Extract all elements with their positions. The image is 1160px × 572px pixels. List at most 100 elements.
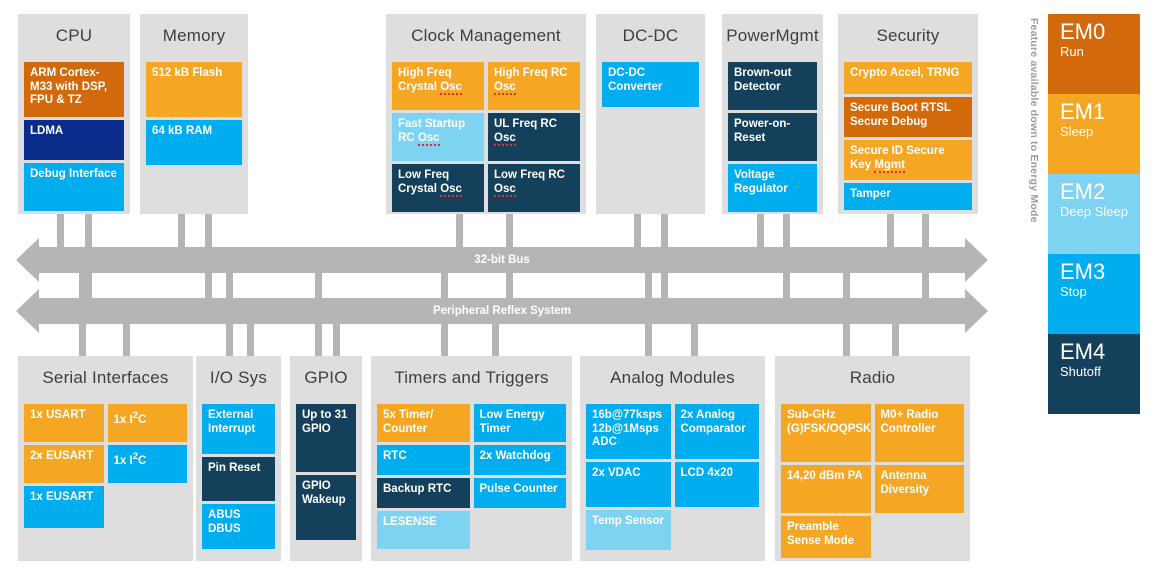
bus-connector-stub [123,324,130,356]
card-block-list: DC-DC Converter [602,60,699,208]
bus-arrow-prs: Peripheral Reflex System [16,289,988,333]
bus-arrow-system: 32-bit Bus [16,238,988,282]
bus-label: 32-bit Bus [38,247,966,273]
feature-block: Voltage Regulator [728,164,817,212]
feature-block: 1x EUSART [24,486,104,528]
feature-block: Pulse Counter [473,478,566,508]
feature-block: 16b@77ksps 12b@1Msps ADC [586,404,671,459]
legend-mode-name: EM3 [1060,259,1106,284]
feature-block: LDMA [24,120,124,160]
feature-block: Low Freq RC Osc [488,164,580,212]
legend-mode-state: Stop [1060,284,1087,299]
feature-block: Low Energy Timer [473,404,566,442]
feature-block: Antenna Diversity [874,465,964,513]
feature-block: 1x USART [24,404,104,442]
legend-mode-name: EM4 [1060,339,1106,364]
feature-block: Brown-out Detector [728,62,817,110]
card-title: I/O Sys [209,368,268,387]
feature-block: UL Freq RC Osc [488,113,580,161]
feature-block: Secure Boot RTSL Secure Debug [844,97,972,137]
feature-block: Backup RTC [377,478,470,508]
feature-block: ABUS DBUS [202,504,275,549]
feature-block: LESENSE [377,511,470,549]
legend-mode-state: Run [1060,44,1084,59]
feature-block: 1x I2C [107,404,187,442]
feature-block: ARM Cortex-M33 with DSP, FPU & TZ [24,62,124,117]
card-title: Security [876,26,940,45]
card-title: Timers and Triggers [394,368,549,387]
feature-block: External Interrupt [202,404,275,454]
arrow-head-left-icon [16,238,39,282]
legend-mode-state: Sleep [1060,124,1094,139]
bus-connector-stub [491,324,499,356]
feature-block: Temp Sensor [586,510,671,550]
bus-connector-stub [177,214,185,247]
feature-block: 2x EUSART [24,445,104,483]
card-title: GPIO [304,368,348,387]
legend-mode-state: Shutoff [1060,364,1101,379]
card-title: Radio [849,368,896,387]
arrow-head-right-icon [965,289,988,333]
bus-connector-stub [887,214,894,247]
card-title: Memory [162,26,226,45]
feature-block: Secure ID Secure Key Mgmt [844,140,972,180]
feature-block: 512 kB Flash [146,62,242,117]
feature-block: 2x Analog Comparator [674,404,759,459]
bus-connector-stub [691,324,698,356]
feature-block: 64 kB RAM [146,120,242,165]
feature-block: 14,20 dBm PA [781,465,871,513]
bus-connector-stub [333,324,341,356]
card-title: Serial Interfaces [42,368,169,387]
feature-block: GPIO Wakeup [296,475,356,540]
card-title: Power Mgmt [726,26,819,45]
legend-axis-label: Feature available down to Energy Mode [1028,18,1040,223]
feature-block: High Freq RC Osc [488,62,580,110]
feature-block: DC-DC Converter [602,62,699,107]
bus-connector-stub [456,214,463,247]
feature-block: 5x Timer/ Counter [377,404,470,442]
legend-mode-name: EM0 [1060,19,1106,44]
feature-block: RTC [377,445,470,475]
feature-block: Low Freq Crystal Osc [392,164,484,212]
legend-mode-state: Deep Sleep [1060,204,1128,219]
legend-mode-name: EM2 [1060,179,1106,204]
feature-block: Tamper [844,183,972,210]
bus-connector-stub [892,324,899,356]
feature-block: Power-on-Reset [728,113,817,161]
card-title: Clock Management [411,26,561,45]
card-title: Analog Modules [610,368,735,387]
feature-block: Up to 31 GPIO [296,404,356,472]
feature-block: 2x Watchdog [473,445,566,475]
bus-connector-stub [757,214,765,247]
feature-block: Sub-GHz (G)FSK/OQPSK) [781,404,871,462]
feature-block: Crypto Accel, TRNG [844,62,972,94]
arrow-head-left-icon [16,289,39,333]
feature-block: LCD 4x20 [674,462,759,507]
feature-block: M0+ Radio Controller [874,404,964,462]
bus-connector-stub [247,324,254,356]
feature-block: Fast Startup RC Osc [392,113,484,161]
bus-connector-stub [57,214,65,247]
card-block-list: Sub-GHz (G)FSK/OQPSK)M0+ Radio Controlle… [781,402,964,558]
